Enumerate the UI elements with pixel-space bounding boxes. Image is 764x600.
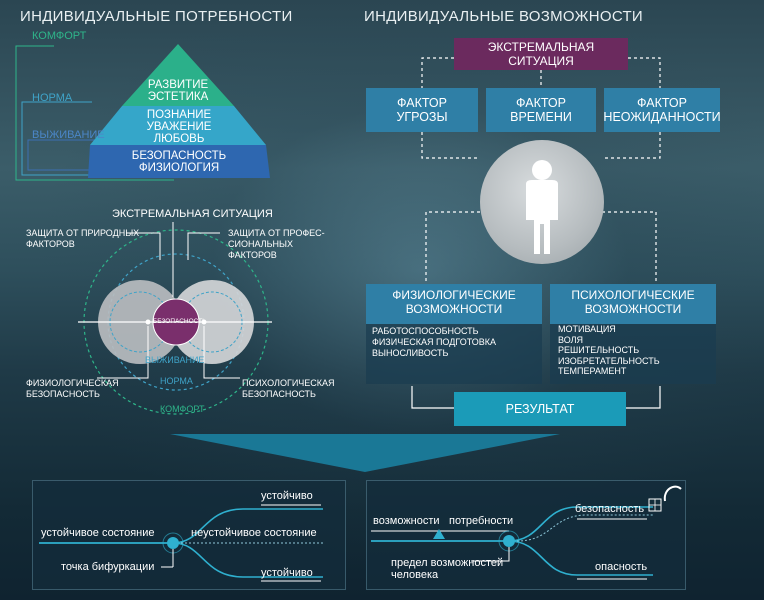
tier-top-line1: РАЗВИТИЕ (147, 79, 209, 91)
factor-surprise: ФАКТОР НЕОЖИДАННОСТИ (603, 88, 721, 132)
physio-item-1: РАБОТОСПОСОБНОСТЬ (372, 326, 479, 336)
left-title: ИНДИВИДУАЛЬНЫЕ ПОТРЕБНОСТИ (20, 8, 293, 25)
psycho-item-4: ИЗОБРЕТАТЕЛЬНОСТЬ (558, 355, 660, 366)
flow-extreme-box: ЭКСТРЕМАЛЬНАЯ СИТУАЦИЯ (454, 38, 628, 70)
venn-survival-label: ВЫЖИВАНИЕ (145, 355, 205, 365)
venn-professional-line1: ЗАЩИТА ОТ ПРОФЕС- (228, 228, 325, 238)
needs-label: потребности (449, 515, 514, 527)
venn-professional-label: ЗАЩИТА ОТ ПРОФЕС- СИОНАЛЬНЫХ ФАКТОРОВ (228, 228, 325, 261)
venn-extreme-label: ЭКСТРЕМАЛЬНАЯ СИТУАЦИЯ (112, 208, 273, 220)
venn-natural-line1: ЗАЩИТА ОТ ПРИРОДНЫХ (26, 228, 140, 238)
balance-panel: возможности потребности безопасность пре… (366, 480, 686, 590)
capabilities-label: возможности (373, 515, 440, 527)
venn-physiological-line2: БЕЗОПАСНОСТЬ (26, 389, 100, 399)
tier-middle: ПОЗНАНИЕ УВАЖЕНИЕ ЛЮБОВЬ (124, 109, 234, 145)
limit-line1: предел возможностей (391, 557, 504, 569)
flow-connectors (411, 57, 661, 409)
physio-title: ФИЗИОЛОГИЧЕСКИЕ ВОЗМОЖНОСТИ (366, 284, 542, 324)
stable-state-label: устойчивое состояние (41, 527, 155, 539)
tier-bottom-line2: ФИЗИОЛОГИЯ (138, 162, 220, 174)
physio-title-line2: ВОЗМОЖНОСТИ (405, 302, 503, 316)
factor-time-line2: ВРЕМЕНИ (510, 110, 572, 124)
limit-label: предел возможностей человека (391, 557, 503, 581)
tier-middle-line2: УВАЖЕНИЕ (146, 121, 212, 133)
venn-professional-line3: ФАКТОРОВ (228, 250, 277, 260)
tier-bottom: БЕЗОПАСНОСТЬ ФИЗИОЛОГИЯ (114, 150, 244, 174)
tier-top: РАЗВИТИЕ ЭСТЕТИКА (132, 79, 224, 103)
tier-bottom-line1: БЕЗОПАСНОСТЬ (131, 150, 227, 162)
physio-item-3: ВЫНОСЛИВОСТЬ (372, 348, 449, 358)
psycho-item-5: ТЕМПЕРАМЕНТ (558, 366, 627, 376)
venn-physiological-label: ФИЗИОЛОГИЧЕСКАЯ БЕЗОПАСНОСТЬ (26, 378, 119, 400)
factor-time: ФАКТОР ВРЕМЕНИ (486, 88, 596, 132)
person-circle (480, 140, 604, 264)
needs-pyramid: КОМФОРТ НОРМА ВЫЖИВАНИЕ РАЗВИТИЕ ЭСТЕТИК… (14, 28, 274, 188)
bifurcation-graphic (39, 504, 325, 582)
comfort-label: КОМФОРТ (32, 30, 87, 42)
safety-diagram-graphic (78, 222, 272, 415)
physio-title-line1: ФИЗИОЛОГИЧЕСКИЕ (392, 288, 516, 302)
survival-label: ВЫЖИВАНИЕ (32, 129, 105, 141)
venn-natural-line2: ФАКТОРОВ (26, 239, 75, 249)
result-box: РЕЗУЛЬТАТ (454, 392, 626, 426)
psycho-items: МОТИВАЦИЯ ВОЛЯ РЕШИТЕЛЬНОСТЬ ИЗОБРЕТАТЕЛ… (558, 324, 660, 377)
safety-label: безопасность (575, 503, 645, 515)
right-title: ИНДИВИДУАЛЬНЫЕ ВОЗМОЖНОСТИ (364, 8, 643, 25)
psycho-item-3: РЕШИТЕЛЬНОСТЬ (558, 345, 640, 355)
psycho-title-line1: ПСИХОЛОГИЧЕСКИЕ (571, 288, 695, 302)
limit-line2: человека (391, 569, 439, 581)
factor-time-line1: ФАКТОР (516, 96, 566, 110)
bifurcation-panel: устойчиво устойчивое состояние неустойчи… (32, 480, 346, 590)
stable-top-label: устойчиво (261, 490, 313, 502)
danger-label: опасность (595, 561, 648, 573)
physio-item-2: ФИЗИЧЕСКАЯ ПОДГОТОВКА (372, 337, 497, 347)
norm-label: НОРМА (32, 92, 73, 104)
unstable-state-label: неустойчивое состояние (191, 527, 317, 539)
factor-threat: ФАКТОР УГРОЗЫ (366, 88, 478, 132)
tier-middle-line1: ПОЗНАНИЕ (146, 109, 212, 121)
venn-comfort-label: КОМФОРТ (160, 404, 205, 414)
factor-threat-line2: УГРОЗЫ (396, 110, 448, 124)
factor-surprise-line1: ФАКТОР (637, 96, 687, 110)
venn-physiological-line1: ФИЗИОЛОГИЧЕСКАЯ (26, 378, 119, 388)
psycho-item-1: МОТИВАЦИЯ (558, 324, 616, 334)
pyramid-graphic (15, 44, 270, 181)
factor-threat-line1: ФАКТОР (397, 96, 447, 110)
psycho-panel: ПСИХОЛОГИЧЕСКИЕ ВОЗМОЖНОСТИ МОТИВАЦИЯ ВО… (550, 284, 716, 384)
psycho-title: ПСИХОЛОГИЧЕСКИЕ ВОЗМОЖНОСТИ (550, 284, 716, 324)
person-icon (526, 160, 558, 254)
venn-natural-label: ЗАЩИТА ОТ ПРИРОДНЫХ ФАКТОРОВ (26, 228, 139, 250)
venn-psychological-line2: БЕЗОПАСНОСТЬ (242, 389, 316, 399)
funnel-arrow (170, 434, 560, 472)
venn-psychological-label: ПСИХОЛОГИЧЕСКАЯ БЕЗОПАСНОСТЬ (242, 378, 335, 400)
venn-norm-label: НОРМА (160, 376, 193, 386)
tier-middle-line3: ЛЮБОВЬ (153, 133, 205, 145)
venn-center-label: БЕЗОПАСНОСТЬ (153, 318, 207, 325)
psycho-item-2: ВОЛЯ (558, 334, 584, 345)
safety-diagram: ЭКСТРЕМАЛЬНАЯ СИТУАЦИЯ ЗАЩИТА ОТ ПРИРОДН… (0, 200, 340, 425)
physio-panel: ФИЗИОЛОГИЧЕСКИЕ ВОЗМОЖНОСТИ РАБОТОСПОСОБ… (366, 284, 542, 384)
venn-psychological-line1: ПСИХОЛОГИЧЕСКАЯ (242, 378, 335, 388)
bifurcation-label: точка бифуркации (61, 561, 155, 573)
venn-professional-line2: СИОНАЛЬНЫХ (228, 239, 293, 249)
stable-bottom-label: устойчиво (261, 567, 313, 579)
tier-top-line2: ЭСТЕТИКА (147, 91, 209, 103)
psycho-title-line2: ВОЗМОЖНОСТИ (584, 302, 682, 316)
balance-graphic (371, 485, 682, 580)
factor-surprise-line2: НЕОЖИДАННОСТИ (603, 110, 721, 124)
physio-items: РАБОТОСПОСОБНОСТЬ ФИЗИЧЕСКАЯ ПОДГОТОВКА … (372, 326, 496, 359)
